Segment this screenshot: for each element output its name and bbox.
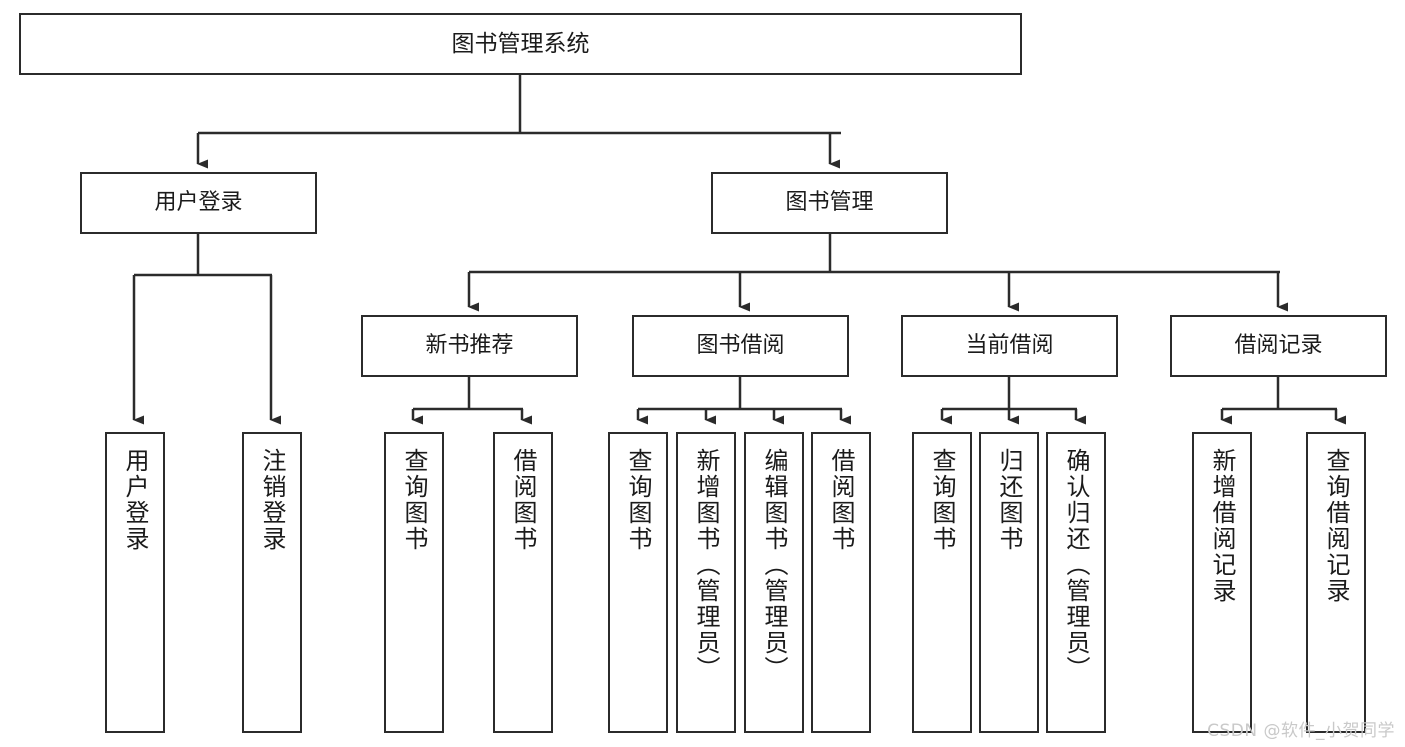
node-label: 查询图书 (928, 448, 956, 552)
node-borrow-record[interactable]: 借阅记录 (1170, 315, 1387, 377)
node-leaf-add-book-admin[interactable]: 新增图书（管理员） (676, 432, 736, 733)
node-book-management[interactable]: 图书管理 (711, 172, 948, 234)
node-leaf-add-borrow-record[interactable]: 新增借阅记录 (1192, 432, 1252, 733)
node-leaf-edit-book-admin[interactable]: 编辑图书（管理员） (744, 432, 804, 733)
node-user-login[interactable]: 用户登录 (80, 172, 317, 234)
node-label: 编辑图书（管理员） (760, 448, 788, 682)
node-leaf-borrow-book[interactable]: 借阅图书 (811, 432, 871, 733)
node-leaf-return-book[interactable]: 归还图书 (979, 432, 1039, 733)
node-leaf-borrow-book-recommend[interactable]: 借阅图书 (493, 432, 553, 733)
node-label: 查询借阅记录 (1322, 448, 1350, 604)
node-leaf-query-book-recommend[interactable]: 查询图书 (384, 432, 444, 733)
node-label: 借阅图书 (827, 448, 855, 552)
node-root-book-management-system[interactable]: 图书管理系统 (19, 13, 1022, 75)
node-new-book-recommend[interactable]: 新书推荐 (361, 315, 578, 377)
node-label: 注销登录 (258, 448, 286, 552)
node-label: 新书推荐 (425, 333, 514, 359)
node-leaf-logout-login[interactable]: 注销登录 (242, 432, 302, 733)
node-current-borrow[interactable]: 当前借阅 (901, 315, 1118, 377)
node-label: 归还图书 (995, 448, 1023, 552)
node-label: 图书管理 (785, 190, 874, 216)
node-label: 新增图书（管理员） (692, 448, 720, 682)
node-leaf-query-book-borrow[interactable]: 查询图书 (608, 432, 668, 733)
node-book-borrow[interactable]: 图书借阅 (632, 315, 849, 377)
node-leaf-query-borrow-record[interactable]: 查询借阅记录 (1306, 432, 1366, 733)
node-label: 借阅记录 (1234, 333, 1323, 359)
node-label: 当前借阅 (965, 333, 1054, 359)
node-label: 查询图书 (624, 448, 652, 552)
node-label: 图书管理系统 (451, 30, 590, 57)
node-leaf-query-book-current[interactable]: 查询图书 (912, 432, 972, 733)
node-label: 查询图书 (400, 448, 428, 552)
node-label: 新增借阅记录 (1208, 448, 1236, 604)
node-label: 用户登录 (154, 190, 243, 216)
node-leaf-user-login[interactable]: 用户登录 (105, 432, 165, 733)
watermark: CSDN @软件_小贺同学 (1207, 721, 1395, 741)
node-label: 确认归还（管理员） (1062, 448, 1090, 682)
node-label: 图书借阅 (696, 333, 785, 359)
node-label: 借阅图书 (509, 448, 537, 552)
node-label: 用户登录 (121, 448, 149, 552)
node-leaf-confirm-return-admin[interactable]: 确认归还（管理员） (1046, 432, 1106, 733)
